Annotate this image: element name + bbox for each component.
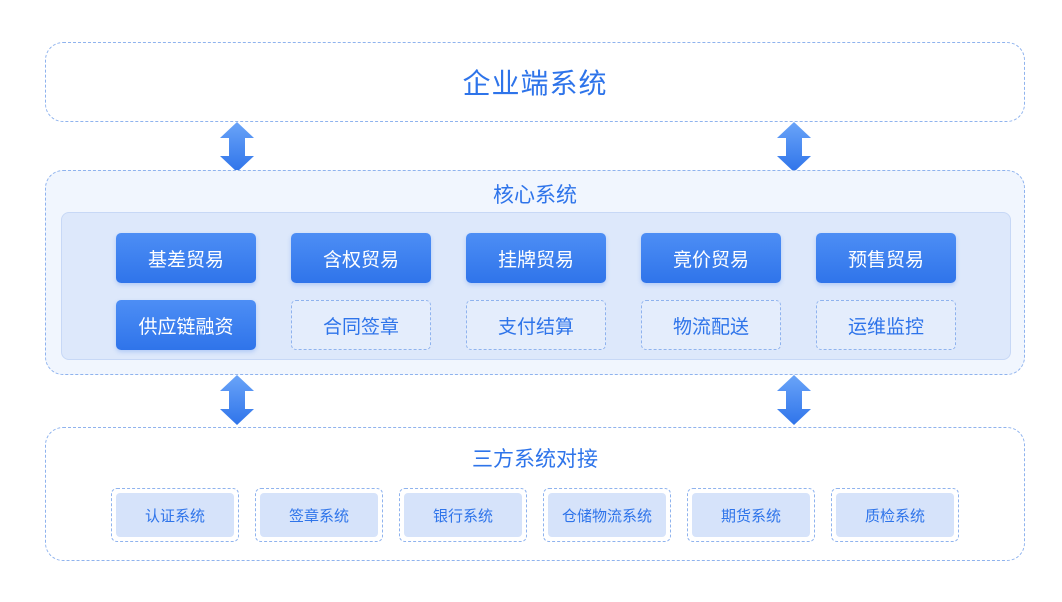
third-party-systems-row: 认证系统 签章系统 银行系统 仓储物流系统 期货系统 质检系统: [111, 488, 959, 542]
core-modules-row-2: 供应链融资 合同签章 支付结算 物流配送 运维监控: [116, 300, 956, 350]
double-arrow-vertical-icon: [777, 375, 811, 425]
third-party-warehouse-logistics-system: 仓储物流系统: [543, 488, 671, 542]
core-modules-container: 基差贸易 含权贸易 挂牌贸易 竟价贸易 预售贸易 供应链融资 合同签章 支付结算…: [61, 212, 1011, 360]
third-party-signature-system: 签章系统: [255, 488, 383, 542]
third-party-item-label: 期货系统: [692, 493, 810, 537]
double-arrow-vertical-icon: [777, 122, 811, 172]
core-module-bidding-trade: 竟价贸易: [641, 233, 781, 283]
enterprise-system-panel: 企业端系统: [45, 42, 1025, 122]
double-arrow-vertical-icon: [220, 375, 254, 425]
third-party-system-panel: 三方系统对接 认证系统 签章系统 银行系统 仓储物流系统 期货系统 质检系统: [45, 427, 1025, 561]
core-modules-row-1: 基差贸易 含权贸易 挂牌贸易 竟价贸易 预售贸易: [116, 233, 956, 283]
core-module-presale-trade: 预售贸易: [816, 233, 956, 283]
third-party-quality-inspection-system: 质检系统: [831, 488, 959, 542]
third-party-item-label: 质检系统: [836, 493, 954, 537]
double-arrow-vertical-icon: [220, 122, 254, 172]
third-party-futures-system: 期货系统: [687, 488, 815, 542]
core-module-listing-trade: 挂牌贸易: [466, 233, 606, 283]
core-module-logistics: 物流配送: [641, 300, 781, 350]
third-party-item-label: 银行系统: [404, 493, 522, 537]
third-party-bank-system: 银行系统: [399, 488, 527, 542]
core-system-title: 核心系统: [493, 183, 577, 207]
third-party-auth-system: 认证系统: [111, 488, 239, 542]
third-party-item-label: 签章系统: [260, 493, 378, 537]
core-module-basis-trade: 基差贸易: [116, 233, 256, 283]
core-module-option-trade: 含权贸易: [291, 233, 431, 283]
third-party-item-label: 认证系统: [116, 493, 234, 537]
enterprise-system-title: 企业端系统: [462, 67, 608, 100]
core-system-panel: 核心系统 基差贸易 含权贸易 挂牌贸易 竟价贸易 预售贸易 供应链融资 合同签章…: [45, 170, 1025, 375]
core-module-ops-monitoring: 运维监控: [816, 300, 956, 350]
core-module-payment-settlement: 支付结算: [466, 300, 606, 350]
third-party-system-title: 三方系统对接: [472, 447, 598, 471]
third-party-item-label: 仓储物流系统: [548, 493, 666, 537]
core-module-contract-signing: 合同签章: [291, 300, 431, 350]
core-module-supply-chain-finance: 供应链融资: [116, 300, 256, 350]
